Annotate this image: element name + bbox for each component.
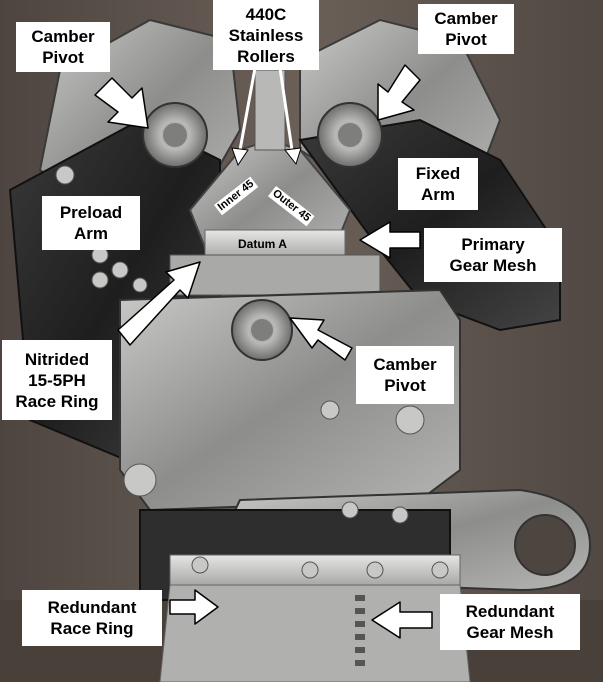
callout-line: Arm — [73, 224, 108, 243]
callout-line: Camber — [434, 9, 498, 28]
callout-line: Gear Mesh — [466, 623, 554, 642]
callout-line: Nitrided — [24, 349, 90, 369]
callout-preload-arm: Preload Arm — [42, 196, 140, 250]
callout-primary-gear-mesh: Primary Gear Mesh — [424, 228, 562, 282]
callout-line: Redundant — [465, 602, 555, 621]
callout-camber-pivot-top-right: Camber Pivot — [418, 4, 514, 54]
callout-line: Gear Mesh — [449, 256, 537, 275]
callout-line: Redundant — [47, 598, 137, 617]
callout-camber-pivot-top-left: Camber Pivot — [16, 22, 110, 72]
callout-nitrided-race-ring: Nitrided 15-5PH Race Ring — [2, 340, 112, 420]
callout-line: 440C — [245, 4, 287, 24]
callout-line: Primary — [461, 235, 525, 254]
datum-a-label: Datum A — [238, 237, 287, 251]
callout-line: Pivot — [384, 376, 426, 395]
callout-line: Pivot — [445, 30, 487, 49]
callout-line: Preload — [59, 203, 123, 222]
callout-line: Fixed — [415, 164, 461, 183]
callout-line: Camber — [31, 27, 95, 46]
callout-line: Race Ring — [15, 391, 99, 411]
callout-line: Rollers — [237, 46, 295, 66]
callout-redundant-race-ring: Redundant Race Ring — [22, 590, 162, 646]
callout-line: Stainless — [228, 25, 304, 45]
callout-line: Pivot — [42, 48, 84, 67]
callout-line: Camber — [373, 355, 437, 374]
callout-line: Race Ring — [50, 619, 134, 638]
callout-440c-rollers: 440C Stainless Rollers — [213, 0, 319, 70]
callout-line: Arm — [420, 185, 455, 204]
callout-line: 15-5PH — [28, 370, 86, 390]
callout-camber-pivot-center: Camber Pivot — [356, 346, 454, 404]
callout-fixed-arm: Fixed Arm — [398, 158, 478, 210]
callout-redundant-gear-mesh: Redundant Gear Mesh — [440, 594, 580, 650]
